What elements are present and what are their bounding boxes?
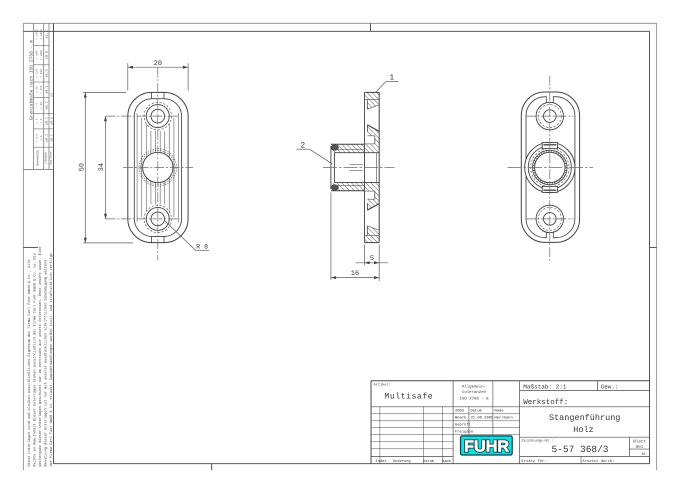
svg-text:2: 2: [300, 141, 305, 150]
svg-text:Geprüft: Geprüft: [455, 423, 471, 428]
svg-text:> 400: > 400: [35, 51, 38, 60]
svg-text:> 30: > 30: [35, 86, 38, 93]
svg-text:Allgemein-: Allgemein-: [462, 385, 486, 390]
svg-text:FUHR: FUHR: [464, 439, 509, 456]
svg-text:Artikel:: Artikel:: [374, 382, 391, 387]
svg-text:toleranzen: toleranzen: [462, 390, 487, 395]
svg-text:5-57 368/3: 5-57 368/3: [551, 444, 608, 455]
svg-text:2005: 2005: [455, 409, 465, 414]
svg-text:< 3: < 3: [40, 135, 43, 140]
svg-text:Weitergabe dieser Unterlagen g: Weitergabe dieser Unterlagen geschieht n…: [38, 247, 43, 467]
svg-text:< 30: < 30: [40, 102, 43, 109]
svg-text:20: 20: [154, 60, 162, 68]
svg-text:Benutzung dieser Unterlagen is: Benutzung dieser Unterlagen ist nur mit …: [44, 259, 49, 466]
svg-text:±1: ±1: [49, 93, 54, 97]
svg-text:> 6: > 6: [35, 103, 38, 108]
svg-text:±0.8: ±0.8: [44, 51, 49, 59]
svg-text:der Firma Carl Fuhr GmbH & Co.: der Firma Carl Fuhr GmbH & Co. erlaubt. …: [49, 251, 54, 467]
svg-text:Bearb.: Bearb.: [455, 416, 469, 421]
svg-text:Datum: Datum: [423, 459, 435, 464]
svg-text:Herrmann: Herrmann: [495, 416, 513, 421]
svg-text:FUHR: FUHR: [464, 439, 509, 456]
svg-text:Multisafe: Multisafe: [384, 392, 433, 401]
svg-text:±0.1: ±0.1: [44, 134, 49, 142]
svg-text:±0.5: ±0.5: [49, 117, 53, 125]
svg-text:> 0.5: > 0.5: [35, 134, 38, 143]
svg-text:1: 1: [389, 74, 394, 83]
svg-text:5: 5: [370, 255, 374, 263]
svg-text:Stangenführung: Stangenführung: [549, 413, 620, 423]
svg-text:Index: Index: [375, 459, 387, 464]
svg-text:ISO 2768 - m: ISO 2768 - m: [460, 397, 489, 402]
svg-text:Name: Name: [495, 409, 505, 414]
svg-text:Diese Unterlagen sind und blei: Diese Unterlagen sind und bleiben aussch…: [27, 259, 32, 466]
svg-text:31.08.2005: 31.08.2005: [471, 416, 495, 421]
svg-text:< 400: < 400: [40, 69, 43, 78]
svg-text:±0.3: ±0.3: [44, 86, 49, 94]
svg-text:Ersetzt durch:: Ersetzt durch:: [583, 459, 615, 464]
svg-text:R 8: R 8: [196, 244, 208, 251]
svg-text:Änderung: Änderung: [393, 459, 411, 464]
svg-text:< 120: < 120: [40, 85, 43, 94]
svg-text:Bl.: Bl.: [642, 452, 648, 457]
svg-text:Holz: Holz: [573, 425, 593, 435]
svg-text:Freigabe: Freigabe: [455, 430, 474, 435]
svg-text:Maßstab: 2:1: Maßstab: 2:1: [523, 383, 567, 390]
svg-text:Blatt: Blatt: [633, 439, 646, 445]
svg-text:Rad.Fase: Rad.Fase: [50, 151, 53, 164]
svg-text:Längen: Längen: [43, 152, 47, 164]
svg-text:Nennmaße: Nennmaße: [36, 150, 40, 165]
svg-text:50: 50: [78, 163, 86, 171]
svg-text:34: 34: [98, 163, 106, 171]
svg-text:±0.5: ±0.5: [44, 69, 49, 77]
svg-text:±0.2: ±0.2: [49, 134, 53, 142]
svg-text:±1.2: ±1.2: [44, 30, 49, 38]
svg-text:16: 16: [351, 270, 359, 278]
svg-text:Name: Name: [442, 459, 451, 464]
svg-text:< 1000: < 1000: [40, 50, 43, 60]
svg-text:001: 001: [636, 445, 644, 450]
svg-text:Gew.:: Gew.:: [601, 383, 619, 390]
svg-text:Grenzabmaße nach ISO 2768 - m: Grenzabmaße nach ISO 2768 - m: [29, 40, 35, 120]
svg-text:±0.2: ±0.2: [44, 101, 49, 109]
svg-text:Rechte an dem Inhalt dieser Un: Rechte an dem Inhalt dieser Unterlagen s…: [33, 253, 38, 467]
svg-text:> 3: > 3: [35, 118, 38, 123]
svg-text:Werkstoff:: Werkstoff:: [523, 398, 568, 407]
svg-text:> 120: > 120: [35, 69, 38, 78]
svg-text:Zeichnungs-Nr.:: Zeichnungs-Nr.:: [522, 439, 554, 444]
svg-text:±0.1: ±0.1: [44, 117, 49, 125]
svg-text:Ersatz für:: Ersatz für:: [522, 459, 547, 464]
svg-text:> 1000: > 1000: [35, 29, 38, 39]
svg-text:Datum: Datum: [471, 409, 483, 414]
svg-text:< 6: < 6: [40, 118, 43, 123]
svg-text:< 2000: < 2000: [40, 29, 43, 39]
